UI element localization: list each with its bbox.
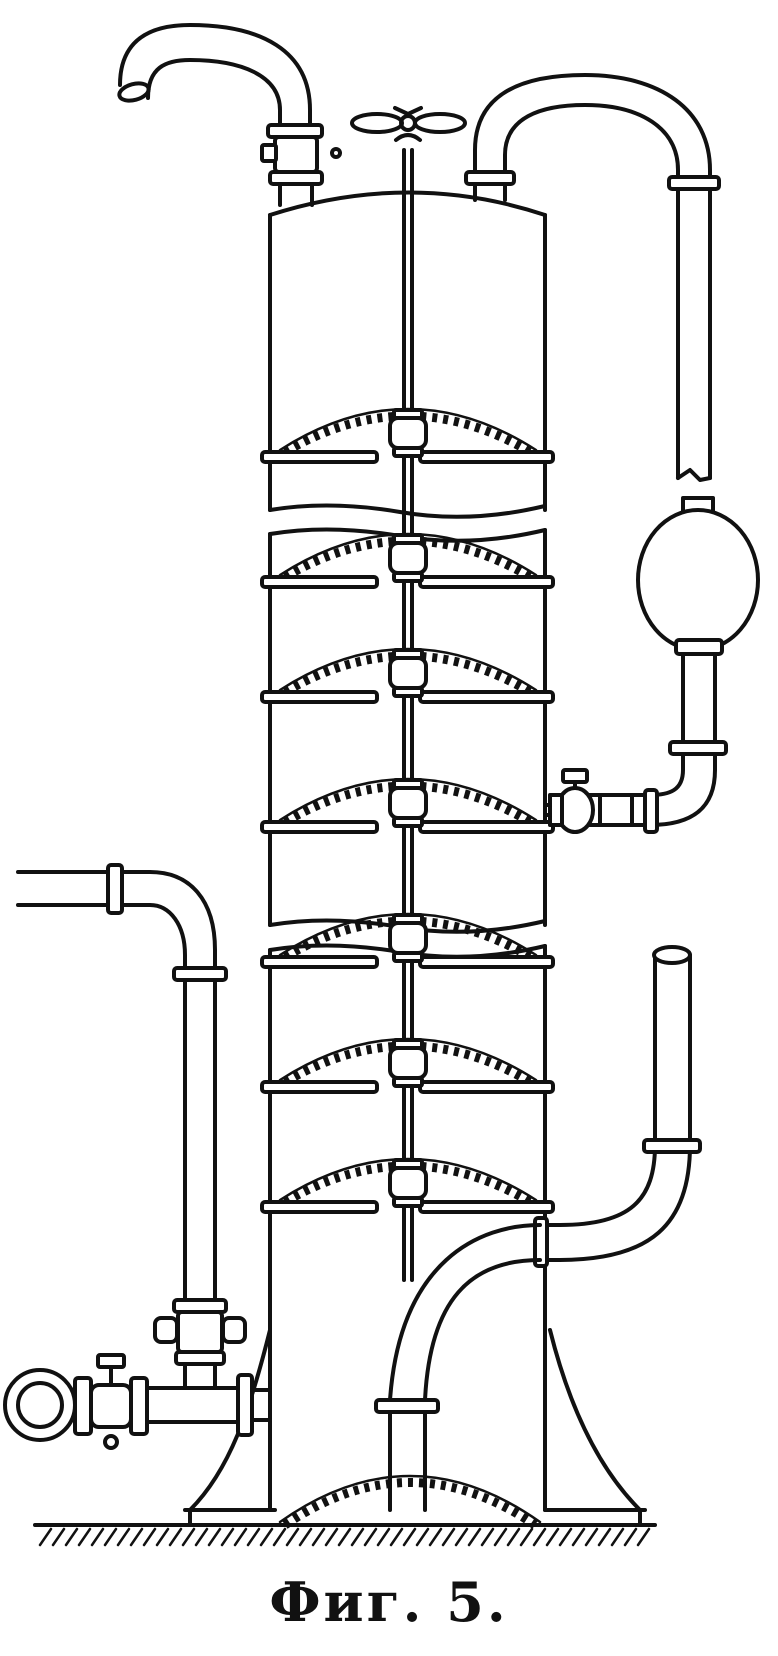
ground-hatch-line xyxy=(506,1527,521,1547)
ground-hatch-line xyxy=(77,1527,92,1547)
ground-hatch-line xyxy=(610,1527,625,1547)
ground-hatch-line xyxy=(259,1527,274,1547)
ground-hatch-line xyxy=(558,1527,573,1547)
column-middle-section xyxy=(268,527,547,934)
ground-hatch-line xyxy=(532,1527,547,1547)
ground-hatch-line xyxy=(168,1527,183,1547)
sieve-tray xyxy=(260,777,555,834)
sieve-tray xyxy=(260,1157,555,1214)
ground-hatch-line xyxy=(90,1527,105,1547)
ground-hatch-line xyxy=(220,1527,235,1547)
ground-hatch-line xyxy=(441,1527,456,1547)
ground-hatch-line xyxy=(571,1527,586,1547)
ground-hatch-line xyxy=(194,1527,209,1547)
ground-hatch-line xyxy=(38,1527,53,1547)
ground-hatch-line xyxy=(467,1527,482,1547)
ground-hatch-line xyxy=(415,1527,430,1547)
ground-hatch-line xyxy=(519,1527,534,1547)
ground-hatch-line xyxy=(363,1527,378,1547)
column-upper-section xyxy=(268,190,547,519)
ground-hatch-line xyxy=(181,1527,196,1547)
sieve-tray xyxy=(260,532,555,589)
top-outlet-pipe xyxy=(117,23,342,207)
bottom-left-inlet xyxy=(3,1353,272,1450)
ground-hatch-line xyxy=(454,1527,469,1547)
ground-hatch-line xyxy=(376,1527,391,1547)
sieve-tray xyxy=(260,912,555,969)
ground-hatch-line xyxy=(350,1527,365,1547)
ground-base xyxy=(33,1523,657,1547)
ground-hatch-line xyxy=(64,1527,79,1547)
handwheel xyxy=(350,106,467,142)
ground-hatch-line xyxy=(207,1527,222,1547)
column-support-feet xyxy=(183,1328,647,1527)
ground-hatch-line xyxy=(584,1527,599,1547)
central-stirrer-shaft xyxy=(402,148,414,1282)
ground-hatch-line xyxy=(103,1527,118,1547)
ground-hatch-line xyxy=(597,1527,612,1547)
sieve-tray xyxy=(260,407,555,464)
bottom-right-offtake-pipe xyxy=(374,945,702,1512)
ground-hatch-line xyxy=(545,1527,560,1547)
ground-hatch-line xyxy=(116,1527,131,1547)
figure-caption: Фиг. 5. xyxy=(269,1570,509,1634)
ground-hatch-line xyxy=(51,1527,66,1547)
left-supply-pipe xyxy=(16,863,247,1390)
ground-hatch-line xyxy=(233,1527,248,1547)
ground-hatch-line xyxy=(324,1527,339,1547)
ground-hatch-line xyxy=(272,1527,287,1547)
ground-hatch-line xyxy=(636,1527,651,1547)
ground-hatch-line xyxy=(142,1527,157,1547)
sieve-tray xyxy=(260,647,555,704)
ground-hatch-line xyxy=(285,1527,300,1547)
ground-hatch-line xyxy=(129,1527,144,1547)
ground-hatch-line xyxy=(155,1527,170,1547)
ground-hatch-line xyxy=(246,1527,261,1547)
ground-hatch-line xyxy=(402,1527,417,1547)
ground-hatch-line xyxy=(298,1527,313,1547)
ground-hatch-line xyxy=(480,1527,495,1547)
sieve-trays xyxy=(260,407,555,1214)
right-side-inlet-pipe xyxy=(543,738,728,834)
ground-hatch-line xyxy=(493,1527,508,1547)
separator-bulb xyxy=(636,496,760,742)
ground-hatch-line xyxy=(311,1527,326,1547)
ground-hatch-line xyxy=(389,1527,404,1547)
right-gooseneck-pipe xyxy=(464,73,721,482)
ground-hatch-line xyxy=(623,1527,638,1547)
sieve-tray xyxy=(260,1037,555,1094)
ground-hatch-line xyxy=(337,1527,352,1547)
ground-hatch-line xyxy=(428,1527,443,1547)
